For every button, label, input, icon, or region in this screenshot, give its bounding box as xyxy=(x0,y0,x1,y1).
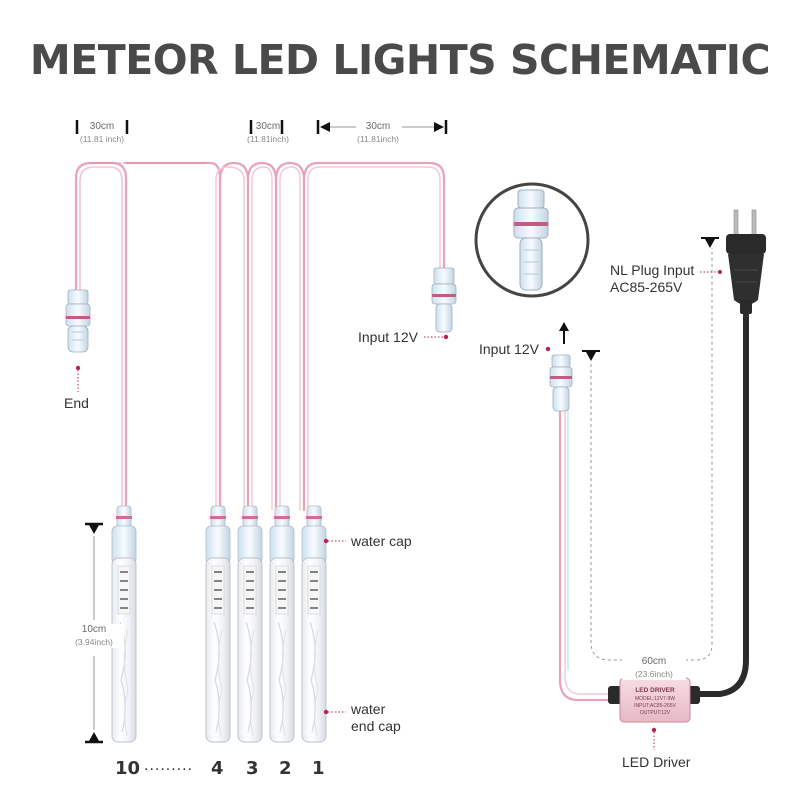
dim-label-3: 30cm (11.81inch) xyxy=(346,121,410,145)
driver-label-1: LED DRIVER xyxy=(635,687,675,694)
connector-zoom-circle xyxy=(474,182,590,298)
dim-tube-value: 10cm xyxy=(81,624,107,635)
tube-reflection xyxy=(218,629,223,737)
input-callout-dot-left xyxy=(443,334,449,340)
tube-number-1: 1 xyxy=(312,758,325,779)
meteor-tubes xyxy=(111,505,327,743)
driver-label-2: MODEL:12V7-9W xyxy=(635,696,675,702)
driver-callout-dot xyxy=(651,727,657,733)
power-cable xyxy=(687,309,749,697)
tube-number-10: 10 xyxy=(115,758,141,779)
page-title: METEOR LED LIGHTS SCHEMATIC xyxy=(29,36,771,84)
water-cap-dot xyxy=(323,538,329,544)
driver-label-3: INPUT:AC85-265V xyxy=(634,703,676,709)
cap-band xyxy=(306,516,322,519)
input-label-right: Input 12V xyxy=(479,341,539,357)
tube-reflection xyxy=(124,629,129,737)
tube-reflection xyxy=(250,629,255,737)
dim-driver-sub: (23.6inch) xyxy=(635,669,673,679)
water-end-cap-line2: end cap xyxy=(351,718,401,734)
cap-band xyxy=(116,516,132,519)
tube-height-indicator xyxy=(85,522,103,744)
dim-label-2: 30cm (11.81inch) xyxy=(238,121,298,145)
arrow-head-left xyxy=(320,122,330,132)
plug-callout-dot xyxy=(718,270,722,274)
tube-4 xyxy=(205,505,231,743)
dim-tube-sub: (3.94inch) xyxy=(75,637,113,647)
tube-3 xyxy=(237,505,263,743)
dim-3-sub: (11.81inch) xyxy=(357,134,399,144)
end-label: End xyxy=(64,395,89,411)
input-label-left: Input 12V xyxy=(358,329,418,345)
tube-reflection xyxy=(314,629,319,737)
driver-length-indicator xyxy=(582,237,719,661)
driver-label-4: OUTPUT:12V xyxy=(640,710,671,716)
nl-plug xyxy=(726,209,766,314)
plug-label-line1: NL Plug Input xyxy=(610,262,695,278)
tube-number-3: 3 xyxy=(246,758,259,779)
cap-band xyxy=(210,516,226,519)
tube-number-2: 2 xyxy=(279,758,292,779)
input-callout-dot-right xyxy=(545,346,551,352)
end-callout-dot xyxy=(75,365,81,371)
dim-3-value: 30cm xyxy=(365,121,391,132)
tube-10 xyxy=(111,505,137,743)
dim-2-sub: (11.81inch) xyxy=(247,134,289,144)
dim-label-tube: 10cm (3.94inch) xyxy=(64,624,124,648)
dim-label-driver: 60cm (23.6inch) xyxy=(622,656,686,680)
cap-band xyxy=(274,516,290,519)
dim-label-1: 30cm (11.81 inch) xyxy=(70,121,134,145)
tube-number-dots: ········· xyxy=(144,762,194,778)
end-connector xyxy=(65,289,91,353)
led-driver-box: LED DRIVER MODEL:12V7-9W INPUT:AC85-265V… xyxy=(608,677,700,723)
led-driver-label: LED Driver xyxy=(622,754,691,770)
pink-wires xyxy=(74,161,622,702)
tube-number-4: 4 xyxy=(211,758,224,779)
arrow-head-right xyxy=(434,122,444,132)
dim-1-sub: (11.81 inch) xyxy=(79,134,125,144)
tube-reflection xyxy=(282,629,287,737)
cap-band xyxy=(242,516,258,519)
tube-1 xyxy=(301,505,327,743)
tube-2 xyxy=(269,505,295,743)
dim-2-value: 30cm xyxy=(255,121,281,132)
input-connector-strand xyxy=(431,267,457,333)
water-end-cap-dot xyxy=(323,709,329,715)
input-arrow-head xyxy=(559,322,569,331)
dimension-markers-top xyxy=(75,120,448,134)
water-cap-label: water cap xyxy=(351,533,412,549)
plug-label: NL Plug Input AC85-265V xyxy=(610,262,694,296)
plug-label-line2: AC85-265V xyxy=(610,279,683,295)
input-connector-driver xyxy=(549,354,573,412)
dim-1-value: 30cm xyxy=(89,121,115,132)
dim-driver-value: 60cm xyxy=(641,656,667,667)
water-end-cap-label: water end cap xyxy=(351,701,401,735)
water-end-cap-line1: water xyxy=(351,701,386,717)
